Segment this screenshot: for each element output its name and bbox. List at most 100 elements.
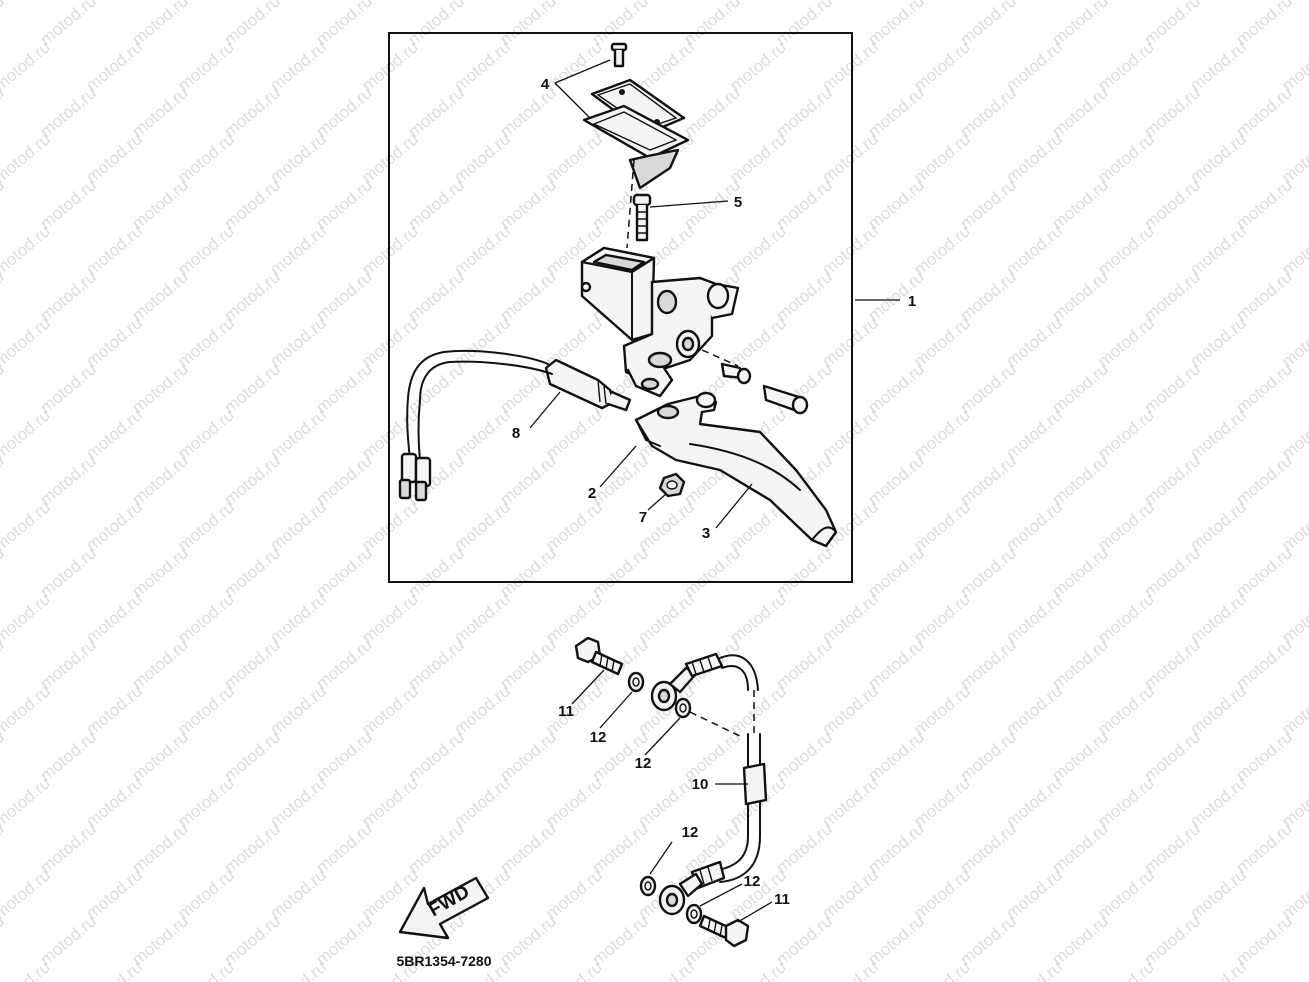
watermark-text: motod.ru [450,221,514,279]
watermark-text: motod.ru [36,451,100,509]
watermark-text: motod.ru [956,267,1020,325]
watermark-text: motod.ru [910,957,974,982]
watermark-text: motod.ru [726,957,790,982]
callout-12-d: 12 [744,873,761,890]
watermark-text: motod.ru [36,635,100,693]
watermark-text: motod.ru [358,313,422,371]
watermark-text: motod.ru [1232,0,1296,49]
watermark-text: motod.ru [220,911,284,969]
watermark-text: motod.ru [1232,359,1296,417]
watermark-text: motod.ru [1232,819,1296,877]
watermark-text: motod.ru [266,681,330,739]
watermark-text: motod.ru [0,0,54,3]
watermark-text: motod.ru [956,359,1020,417]
watermark-text: motod.ru [0,589,54,647]
watermark-text: motod.ru [1232,175,1296,233]
watermark-text: motod.ru [312,819,376,877]
watermark-text: motod.ru [220,0,284,49]
watermark-text: motod.ru [174,313,238,371]
watermark-text: motod.ru [588,0,652,49]
watermark-text: motod.ru [82,37,146,95]
watermark-text: motod.ru [910,37,974,95]
watermark-text: motod.ru [1186,405,1250,463]
watermark-text: motod.ru [450,37,514,95]
watermark-text: motod.ru [956,635,1020,693]
watermark-text: motod.ru [818,865,882,923]
watermark-text: motod.ru [1140,267,1204,325]
watermark-text: motod.ru [1186,865,1250,923]
watermark-text: motod.ru [266,313,330,371]
watermark-text: motod.ru [542,129,606,187]
watermark-text: motod.ru [312,175,376,233]
watermark-text: motod.ru [404,175,468,233]
callout-11-lower: 11 [774,891,790,908]
watermark-text: motod.ru [220,175,284,233]
watermark-text: motod.ru [726,37,790,95]
watermark-text: motod.ru [1002,589,1066,647]
watermark-text: motod.ru [36,359,100,417]
watermark-text: motod.ru [588,451,652,509]
watermark-text: motod.ru [36,0,100,49]
watermark-text: motod.ru [358,37,422,95]
watermark-text: motod.ru [36,543,100,601]
watermark-text: motod.ru [128,451,192,509]
watermark-text: motod.ru [1048,635,1112,693]
watermark-text: motod.ru [266,129,330,187]
watermark-text: motod.ru [220,635,284,693]
watermark-text: motod.ru [220,819,284,877]
watermark-text: motod.ru [1048,543,1112,601]
watermark-text: motod.ru [1094,773,1158,831]
watermark-text: motod.ru [680,83,744,141]
copper-washer [685,903,703,925]
watermark-text: motod.ru [36,727,100,785]
watermark-text: motod.ru [1140,819,1204,877]
watermark-text: motod.ru [910,221,974,279]
watermark-text: motod.ru [174,405,238,463]
watermark-text: motod.ru [542,497,606,555]
watermark-text: motod.ru [128,83,192,141]
watermark-text: motod.ru [128,635,192,693]
watermark-text: motod.ru [496,0,560,49]
watermark-text: motod.ru [0,0,8,49]
watermark-text: motod.ru [312,83,376,141]
watermark-text: motod.ru [680,543,744,601]
watermark-text: motod.ru [1094,957,1158,982]
lever-nut [658,472,686,498]
watermark-text: motod.ru [1048,267,1112,325]
watermark-text: motod.ru [266,497,330,555]
watermark-text: motod.ru [312,543,376,601]
watermark-text: motod.ru [128,175,192,233]
watermark-text: motod.ru [450,589,514,647]
watermark-text: motod.ru [1002,865,1066,923]
watermark-text: motod.ru [266,221,330,279]
watermark-text: motod.ru [864,543,928,601]
watermark-text: motod.ru [36,83,100,141]
watermark-text: motod.ru [1094,681,1158,739]
watermark-text: motod.ru [864,819,928,877]
callout-5: 5 [734,194,742,211]
watermark-text: motod.ru [174,589,238,647]
assembly-frame [388,32,853,583]
watermark-text: motod.ru [1094,313,1158,371]
watermark-text: motod.ru [864,911,928,969]
watermark-text: motod.ru [496,451,560,509]
master-cylinder-body [580,246,740,398]
watermark-text: motod.ru [818,129,882,187]
watermark-text: motod.ru [1140,911,1204,969]
watermark-text: motod.ru [404,83,468,141]
watermark-text: motod.ru [496,83,560,141]
watermark-text: motod.ru [220,359,284,417]
watermark-text: motod.ru [864,175,928,233]
watermark-text: motod.ru [956,83,1020,141]
watermark-text: motod.ru [634,37,698,95]
watermark-text: motod.ru [1232,727,1296,785]
watermark-text: motod.ru [910,497,974,555]
watermark-text: motod.ru [36,175,100,233]
watermark-text: motod.ru [1002,681,1066,739]
watermark-text: motod.ru [36,911,100,969]
watermark-text: motod.ru [864,0,928,49]
watermark-text: motod.ru [1002,497,1066,555]
watermark-text: motod.ru [174,681,238,739]
copper-washer [627,671,645,693]
watermark-text: motod.ru [312,267,376,325]
